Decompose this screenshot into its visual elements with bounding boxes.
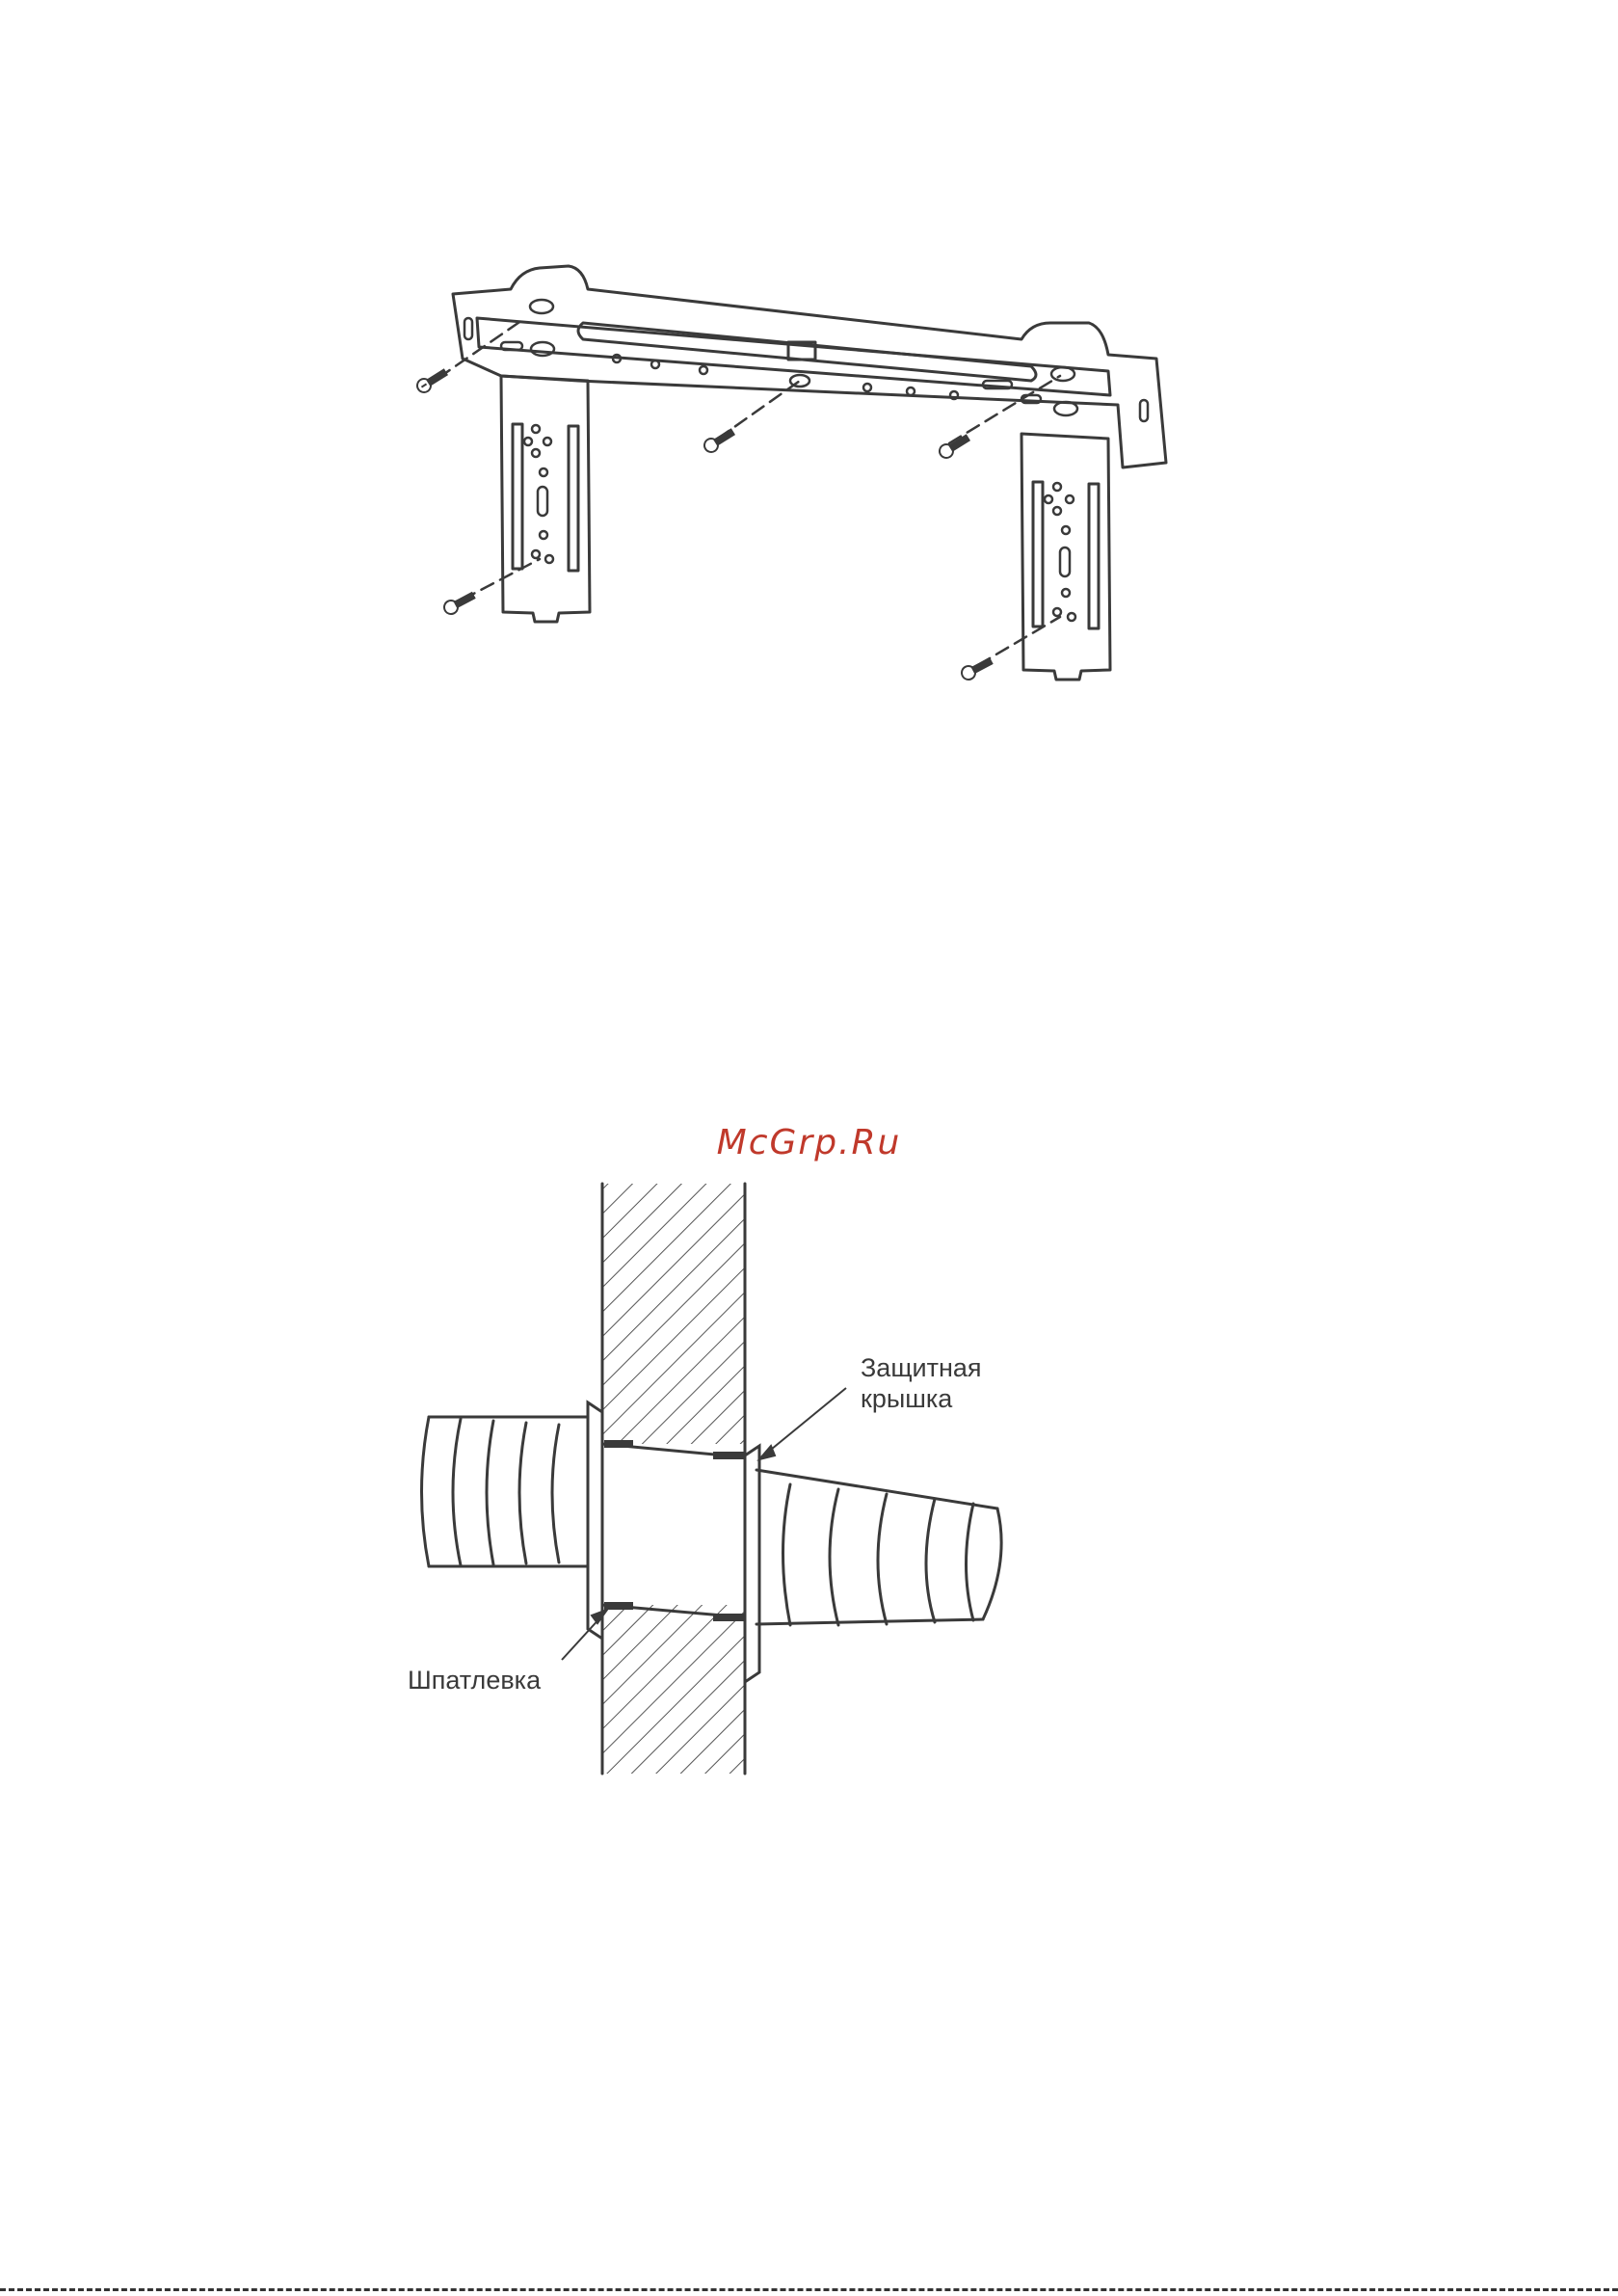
left-leg bbox=[501, 376, 590, 622]
mounting-plate-diagram bbox=[0, 241, 1618, 694]
protective-cover-label: Защитная крышка bbox=[861, 1352, 982, 1414]
protective-cover bbox=[588, 1402, 602, 1639]
plate-channel bbox=[477, 318, 1110, 395]
wall-upper bbox=[602, 1184, 745, 1444]
putty-label: Шпатлевка bbox=[408, 1665, 541, 1695]
wall-pipe-diagram bbox=[0, 1176, 1618, 1793]
protective-cover-label-line1: Защитная bbox=[861, 1352, 982, 1383]
right-leg bbox=[1021, 434, 1110, 680]
page-divider bbox=[0, 2288, 1618, 2291]
watermark-text: McGrp.Ru bbox=[0, 1123, 1618, 1162]
wall-lower bbox=[602, 1605, 745, 1774]
protective-cover-label-line2: крышка bbox=[861, 1383, 982, 1414]
